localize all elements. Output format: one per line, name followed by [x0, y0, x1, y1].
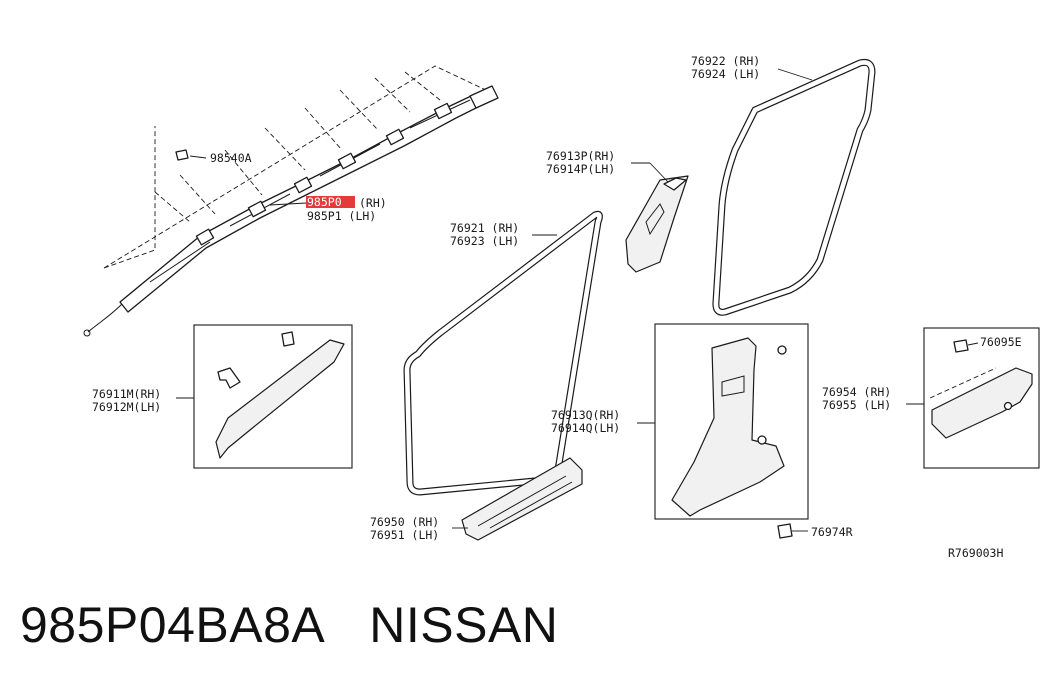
caption-brand: NISSAN	[369, 597, 559, 653]
curtain-airbag-module	[83, 65, 499, 337]
label-76921-rh: 76921 (RH)	[450, 221, 519, 235]
label-76095e: 76095E	[980, 335, 1022, 349]
label-76954-rh: 76954 (RH)	[822, 385, 891, 399]
clip-76974r	[777, 523, 808, 539]
label-76913p-rh: 76913P(RH)	[546, 149, 615, 163]
label-76911m-rh: 76911M(RH)	[92, 387, 161, 401]
rear-door-weatherstrip	[712, 58, 876, 316]
b-pillar-lower-garnish-box	[637, 323, 809, 520]
label-985p0-highlighted: 985P0	[307, 195, 342, 209]
label-76914q-lh: 76914Q(LH)	[551, 421, 620, 435]
highlighted-part-marker	[306, 196, 355, 208]
label-985p0-side: (RH)	[359, 196, 387, 210]
label-76924-lh: 76924 (LH)	[691, 67, 760, 81]
label-76913q-rh: 76913Q(RH)	[551, 408, 620, 422]
label-76955-lh: 76955 (LH)	[822, 398, 891, 412]
label-76914p-lh: 76914P(LH)	[546, 162, 615, 176]
front-door-weatherstrip	[403, 210, 603, 496]
label-76912m-lh: 76912M(LH)	[92, 400, 161, 414]
label-76923-lh: 76923 (LH)	[450, 234, 519, 248]
label-98540a: 98540A	[210, 151, 252, 165]
caption-part-number: 985P04BA8A	[20, 597, 326, 653]
label-76950-rh: 76950 (RH)	[370, 515, 439, 529]
rear-kicking-plate-box	[906, 327, 1040, 469]
part-caption: 985P04BA8A NISSAN	[20, 596, 602, 654]
label-76974r: 76974R	[811, 525, 853, 539]
label-76922-rh: 76922 (RH)	[691, 54, 760, 68]
diagram-reference-code: R769003H	[948, 546, 1003, 560]
label-985p1-lh: 985P1 (LH)	[307, 209, 376, 223]
b-pillar-upper-garnish	[625, 162, 689, 273]
front-kicking-plate	[452, 457, 583, 541]
a-pillar-garnish-box	[176, 324, 353, 469]
label-76951-lh: 76951 (LH)	[370, 528, 439, 542]
exploded-parts-diagram: 98540A 985P0 (RH) 985P1 (LH) 76921 (RH) …	[83, 54, 1040, 560]
